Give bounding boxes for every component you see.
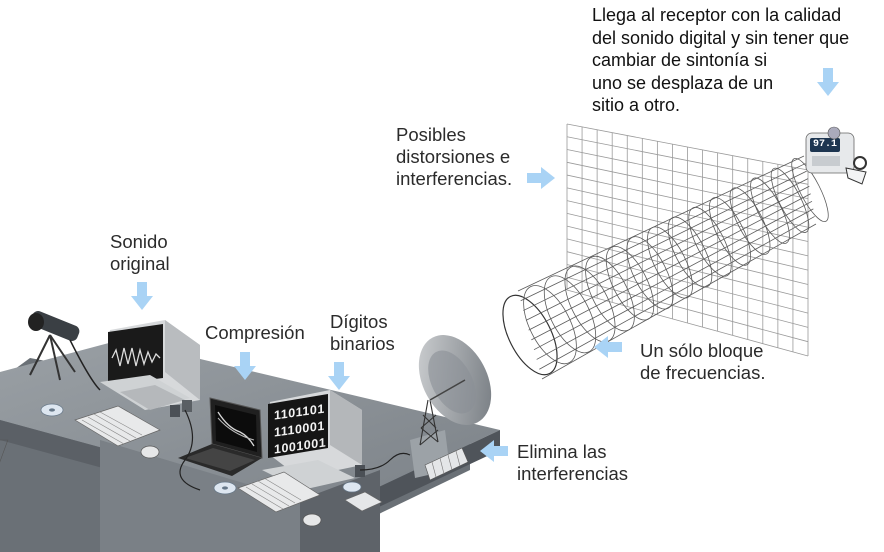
- tube-line: [541, 223, 817, 380]
- arrow-left-icon: [480, 440, 508, 462]
- monitor-icon: [262, 390, 362, 490]
- compression-label: Compresión: [205, 322, 305, 343]
- tube-ring: [791, 158, 829, 222]
- tube-line: [525, 178, 809, 321]
- removes-interference-label: Elimina las interferencias: [517, 441, 629, 484]
- receiver-description: Llega al receptor con la calidad del son…: [592, 5, 850, 115]
- tube-ring: [543, 275, 597, 354]
- grid-line: [566, 161, 809, 214]
- tube-line: [539, 216, 815, 370]
- tube-line: [517, 155, 805, 292]
- monitor-icon: [100, 320, 200, 410]
- arrow-down-icon: [328, 362, 350, 390]
- radio-display: 97.1: [813, 139, 838, 150]
- single-block-label: Un sólo bloque de frecuencias.: [640, 340, 766, 383]
- grid-line: [566, 276, 809, 343]
- distortions-label: Posibles distorsiones e interferencias.: [396, 124, 513, 189]
- microphone-icon: [28, 311, 101, 391]
- satellite-dish-icon: [410, 335, 492, 481]
- grid-line: [566, 136, 809, 185]
- cd-icon: [213, 481, 237, 495]
- binary-digits-label: Dígitos binarios: [330, 311, 395, 354]
- tube-line: [520, 163, 806, 302]
- tube-ring: [667, 216, 713, 288]
- tube-ring: [564, 265, 616, 343]
- flow-arrows: [131, 68, 839, 462]
- cd-icon: [342, 481, 383, 512]
- grid-line: [566, 123, 809, 171]
- binary-screen: 1101101 1110001 1001001: [274, 401, 327, 457]
- tube-ring: [688, 206, 732, 277]
- audio-connectors: [170, 400, 411, 491]
- tube-line: [531, 193, 811, 341]
- grid-line: [566, 264, 809, 328]
- frequency-tube: [502, 155, 829, 380]
- tube-line: [523, 170, 807, 311]
- keyboard-icon: [237, 471, 321, 513]
- grid-line: [566, 225, 809, 285]
- radio-receiver-icon: [805, 126, 867, 185]
- cd-icon: [40, 403, 64, 417]
- tube-ring: [770, 167, 810, 233]
- tube-ring: [729, 187, 771, 255]
- laptop-icon: [178, 397, 263, 476]
- tube-ring: [709, 197, 751, 266]
- tube-ring: [647, 226, 693, 299]
- arrow-right-icon: [527, 167, 555, 189]
- tube-line: [533, 200, 813, 351]
- grid-line: [566, 174, 809, 228]
- arrow-down-icon: [817, 68, 839, 96]
- arrow-down-icon: [131, 282, 153, 310]
- original-sound-label: Sonido original: [110, 231, 170, 274]
- grid-line: [566, 289, 809, 357]
- keyboard-icon: [74, 405, 161, 447]
- tube-line: [536, 208, 814, 360]
- tube-ring: [523, 285, 577, 365]
- arrow-left-icon: [594, 336, 622, 358]
- mouse-icon: [302, 513, 322, 527]
- tube-line: [528, 185, 810, 331]
- grid-line: [566, 212, 809, 271]
- grid-line: [566, 251, 809, 314]
- grid-line: [566, 200, 809, 257]
- arrow-down-icon: [234, 352, 256, 380]
- mouse-icon: [0, 439, 160, 463]
- tube-ring: [502, 294, 558, 376]
